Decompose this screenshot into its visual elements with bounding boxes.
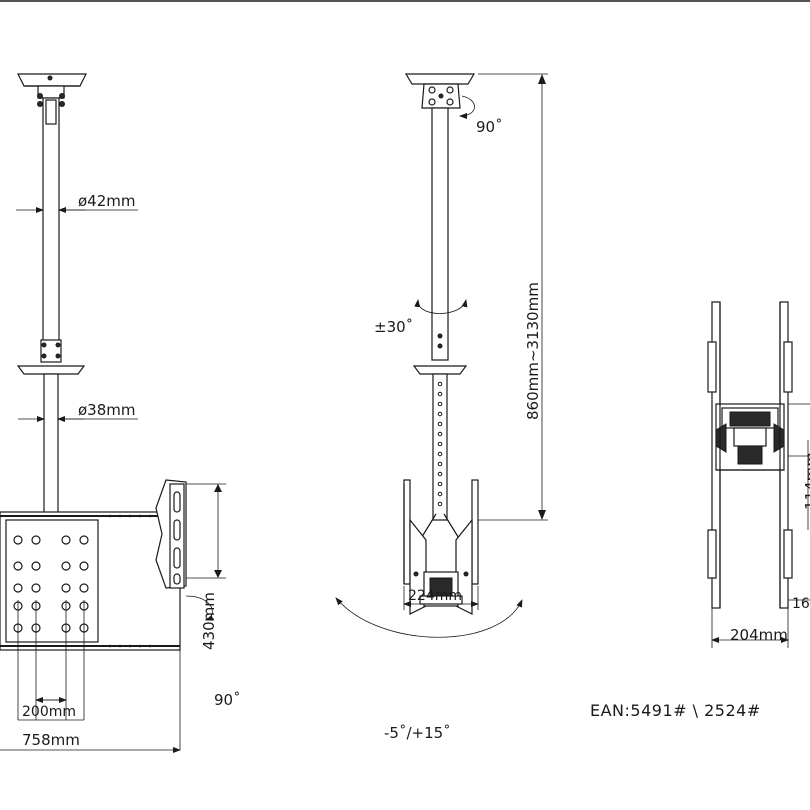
rotation-label-top: 90˚ (476, 118, 503, 136)
dim-label-38: ø38mm (78, 401, 136, 419)
tilt-range-label: -5˚/+15˚ (384, 724, 451, 742)
dim-label-430: 430mm (200, 592, 218, 650)
side-width-label: 204mm (730, 626, 788, 644)
front-view (0, 73, 187, 750)
bracket-width-label: 224mm (408, 588, 462, 604)
dim-label-200: 200mm (22, 704, 76, 720)
height-range-label: 860mm~3130mm (524, 282, 542, 420)
rotation-label-left: 90˚ (214, 691, 241, 709)
side-view (403, 73, 479, 615)
front-dimensions: ø42mm ø38mm 430mm 200mm 758mm 90˚ (0, 192, 241, 753)
swivel-label: ±30˚ (374, 318, 413, 336)
ean-code: EAN:5491# \ 2524# (590, 701, 761, 720)
dim-label-758: 758mm (22, 731, 80, 749)
dim-label-42: ø42mm (78, 192, 136, 210)
side-offset-label: 165 (792, 596, 810, 612)
right-view: 114mm 165 204mm (707, 301, 810, 648)
rail-spacing-label: 114mm (802, 452, 810, 510)
side-dimensions: 90˚ ±30˚ 860mm~3130mm 224mm -5˚/+15˚ (335, 73, 548, 742)
